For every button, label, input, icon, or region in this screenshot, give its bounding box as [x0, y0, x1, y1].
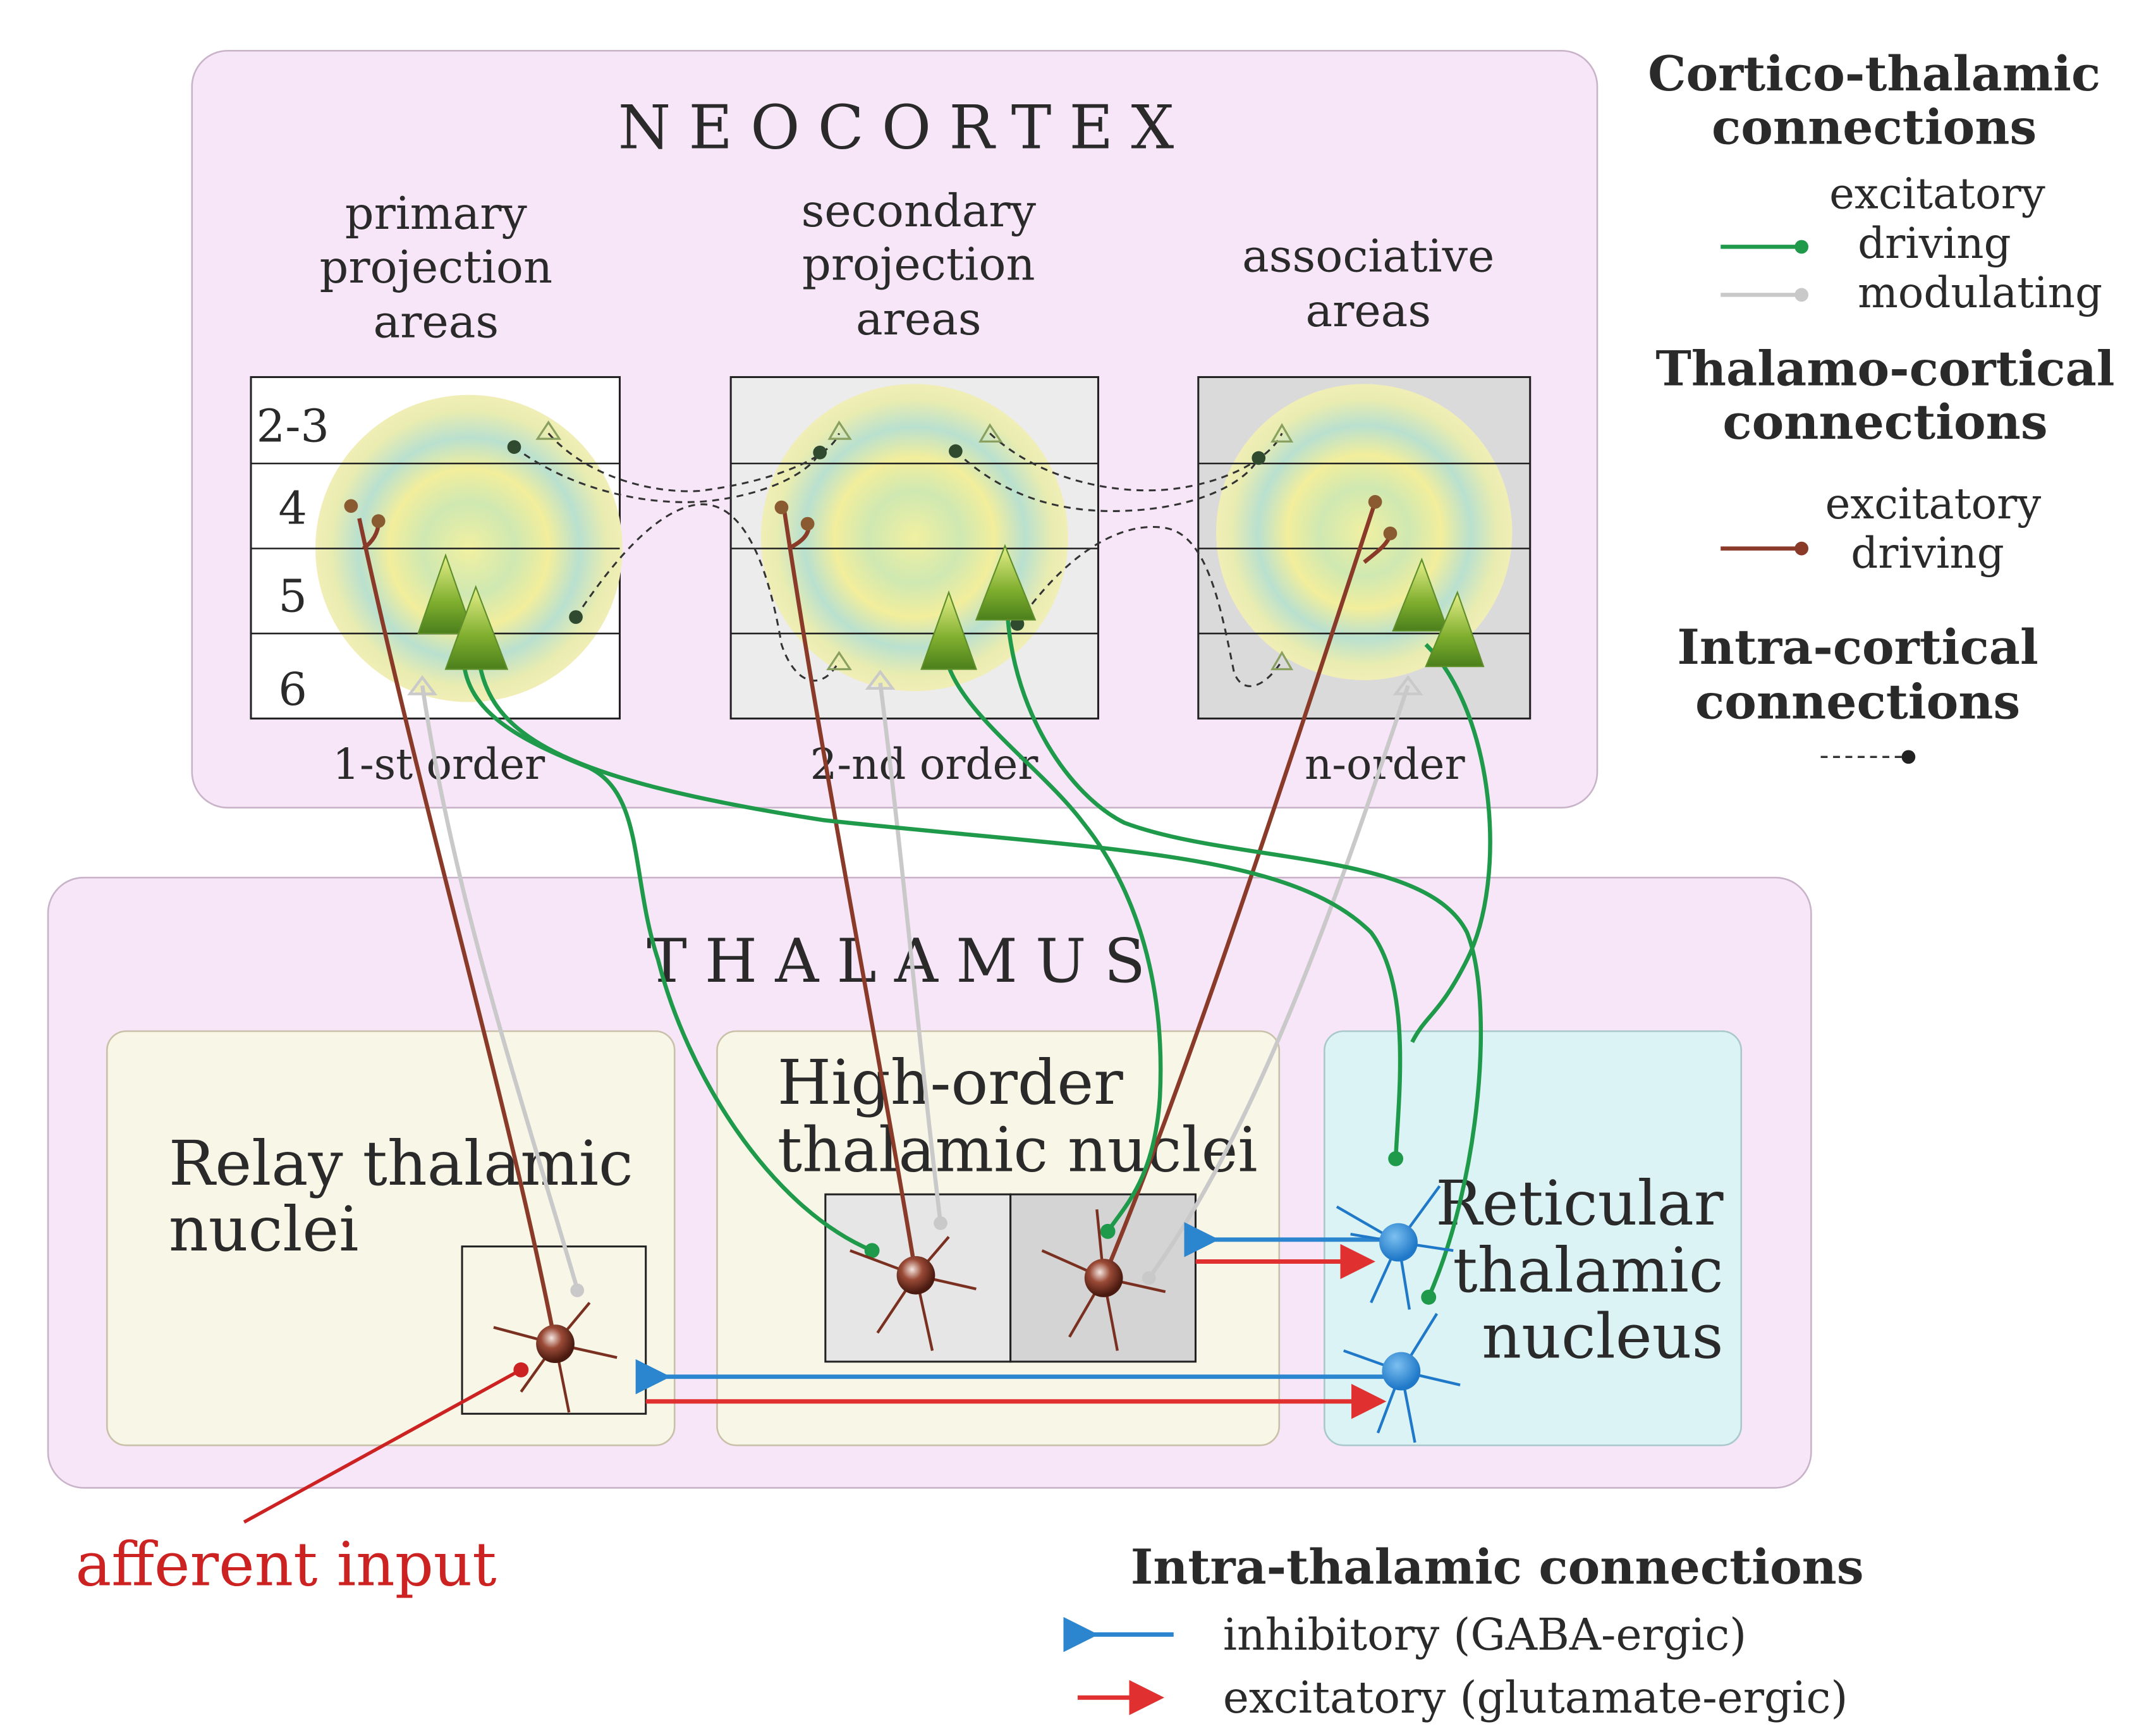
reticular-neuron-2 — [1343, 1312, 1461, 1443]
svg-text:2-3: 2-3 — [257, 400, 329, 452]
svg-text:modulating: modulating — [1858, 268, 2102, 317]
cortical-column-primary — [250, 376, 623, 720]
svg-text:excitatory: excitatory — [1825, 479, 2042, 529]
svg-text:6: 6 — [278, 663, 307, 716]
svg-text:thalamic nuclei: thalamic nuclei — [777, 1114, 1258, 1186]
order-label-second: 2-nd order — [810, 740, 1039, 789]
thalamo-cortical-terminals — [344, 495, 1398, 541]
svg-text:thalamic: thalamic — [1453, 1235, 1723, 1307]
svg-text:secondary: secondary — [801, 185, 1037, 237]
intra-cortical-connections — [513, 432, 1283, 687]
svg-text:Intra-cortical: Intra-cortical — [1677, 619, 2038, 675]
svg-text:primary: primary — [345, 187, 528, 240]
legend-intra-cortical: Intra-cortical connections — [1677, 619, 2038, 764]
thalamo-cortical-driving — [357, 501, 1392, 1345]
cortical-column-associative — [1197, 376, 1532, 720]
svg-text:Intra-thalamic connections: Intra-thalamic connections — [1131, 1539, 1864, 1595]
afferent-input-connection — [243, 1362, 529, 1524]
high-order-neuron-1 — [850, 1236, 977, 1351]
modulating-terminals — [570, 1216, 1156, 1297]
order-label-n: n-order — [1305, 740, 1465, 789]
area-label-associative: associative areas — [1242, 229, 1494, 337]
cortical-column-secondary — [729, 376, 1099, 720]
legend-intra-thalamic: Intra-thalamic connections inhibitory (G… — [1063, 1539, 1864, 1723]
svg-text:Relay thalamic: Relay thalamic — [169, 1128, 633, 1200]
intra-cortical-terminals — [507, 440, 1266, 631]
relay-neuron — [493, 1302, 618, 1413]
apical-arrowheads — [535, 420, 1294, 671]
legend-thalamo-cortical: Thalamo-cortical connections excitatory … — [1655, 340, 2114, 577]
svg-text:driving: driving — [1858, 219, 2011, 268]
svg-text:Reticular: Reticular — [1435, 1168, 1724, 1240]
relay-nuclei-label: Relay thalamic nuclei — [169, 1128, 633, 1266]
cortico-thalamic-terminals — [864, 1151, 1437, 1305]
cortico-thalamic-modulating — [420, 682, 1410, 1290]
svg-text:projection: projection — [320, 241, 553, 293]
svg-text:areas: areas — [374, 296, 499, 348]
svg-text:nucleus: nucleus — [1482, 1300, 1723, 1372]
high-order-neuron-2 — [1041, 1209, 1166, 1351]
svg-text:associative: associative — [1242, 229, 1494, 282]
svg-text:connections: connections — [1722, 394, 2047, 450]
high-order-nuclei-label: High-order thalamic nuclei — [777, 1047, 1258, 1186]
reticular-neuron-1 — [1336, 1185, 1454, 1310]
soma-arrowheads-grey — [407, 669, 1423, 695]
svg-text:nuclei: nuclei — [169, 1194, 359, 1266]
svg-text:connections: connections — [1712, 99, 2037, 156]
area-label-secondary: secondary projection areas — [801, 185, 1037, 345]
area-label-primary: primary projection areas — [320, 187, 553, 348]
intra-thalamic-arrows — [635, 1222, 1388, 1419]
svg-text:connections: connections — [1695, 674, 2020, 730]
cortico-thalamic-driving — [461, 616, 1492, 1299]
svg-text:inhibitory (GABA-ergic): inhibitory (GABA-ergic) — [1223, 1610, 1746, 1660]
svg-text:areas: areas — [856, 293, 982, 345]
layer-labels: 2-3 4 5 6 — [257, 400, 329, 715]
neocortex-title: NEOCORTEX — [618, 92, 1192, 162]
afferent-input-label: afferent input — [75, 1529, 496, 1599]
svg-text:areas: areas — [1305, 284, 1431, 337]
svg-text:Thalamo-cortical: Thalamo-cortical — [1655, 340, 2114, 396]
svg-text:excitatory: excitatory — [1829, 169, 2045, 219]
reticular-nucleus-label: Reticular thalamic nucleus — [1435, 1168, 1724, 1372]
svg-text:High-order: High-order — [777, 1047, 1123, 1119]
thalamus-title: THALAMUS — [647, 926, 1163, 996]
svg-text:driving: driving — [1851, 529, 2004, 578]
svg-text:4: 4 — [278, 482, 307, 535]
svg-text:5: 5 — [278, 570, 307, 622]
legend-cortico-thalamic: Cortico-thalamic connections excitatory … — [1648, 46, 2102, 317]
svg-text:projection: projection — [802, 238, 1035, 290]
pyramidal-neurons — [417, 544, 1485, 670]
svg-text:excitatory (glutamate-ergic): excitatory (glutamate-ergic) — [1223, 1673, 1848, 1723]
svg-text:Cortico-thalamic: Cortico-thalamic — [1648, 46, 2100, 102]
